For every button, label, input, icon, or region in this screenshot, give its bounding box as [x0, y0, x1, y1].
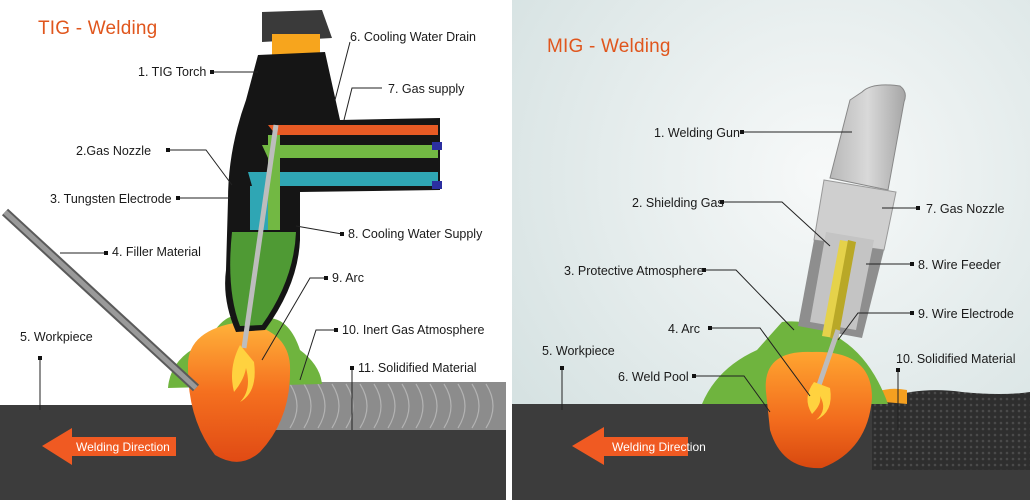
mig-leader-lines	[561, 131, 920, 430]
label-tig-torch: 1. TIG Torch	[138, 65, 207, 79]
label-welding-gun: 1. Welding Gun	[654, 126, 740, 140]
arc-glow	[807, 382, 831, 420]
label-solidified-material: 11. Solidified Material	[358, 361, 477, 375]
welding-direction-arrow	[42, 428, 176, 465]
label-tungsten-electrode: 3. Tungsten Electrode	[50, 192, 172, 206]
welding-gun	[798, 84, 906, 340]
solidified-material	[270, 382, 506, 430]
arc-glow	[232, 345, 255, 402]
tig-title: TIG - Welding	[38, 18, 158, 39]
label-inert-gas-atmosphere: 10. Inert Gas Atmosphere	[342, 323, 485, 337]
solidified-material	[872, 390, 1030, 470]
wire-electrode	[815, 329, 841, 389]
tig-welding-panel: TIG - Welding 1. TIG Torch 2.Gas Nozzle …	[0, 0, 506, 500]
label-wire-feeder: 8. Wire Feeder	[918, 258, 1001, 272]
label-gas-supply: 7. Gas supply	[388, 82, 465, 96]
mig-welding-panel: MIG - Welding 1. Welding Gun 2. Shieldin…	[512, 0, 1030, 500]
panel-divider	[506, 0, 512, 500]
label-solidified-material: 10. Solidified Material	[896, 352, 1016, 366]
tig-leader-lines	[39, 41, 382, 430]
label-filler-material: 4. Filler Material	[112, 245, 201, 259]
label-workpiece: 5. Workpiece	[542, 344, 615, 358]
label-gas-nozzle: 7. Gas Nozzle	[926, 202, 1005, 216]
mig-title: MIG - Welding	[547, 36, 671, 57]
welding-direction-label: Welding Direction	[612, 440, 706, 454]
label-arc: 4. Arc	[668, 322, 700, 336]
label-cooling-water-drain: 6. Cooling Water Drain	[350, 30, 476, 44]
tig-diagram	[0, 10, 506, 500]
label-protective-atmosphere: 3. Protective Atmosphere	[564, 264, 704, 278]
label-cooling-water-supply: 8. Cooling Water Supply	[348, 227, 483, 241]
tungsten-electrode	[241, 124, 279, 349]
label-arc: 9. Arc	[332, 271, 364, 285]
label-weld-pool: 6. Weld Pool	[618, 370, 689, 384]
label-workpiece: 5. Workpiece	[20, 330, 93, 344]
label-wire-electrode: 9. Wire Electrode	[918, 307, 1014, 321]
label-gas-nozzle: 2.Gas Nozzle	[76, 144, 152, 158]
welding-direction-label: Welding Direction	[76, 440, 170, 454]
mig-diagram	[512, 0, 1030, 500]
label-shielding-gas: 2. Shielding Gas	[632, 196, 724, 210]
welding-direction-arrow	[572, 427, 688, 465]
weld-pool	[765, 351, 872, 469]
weld-pool	[187, 322, 291, 462]
